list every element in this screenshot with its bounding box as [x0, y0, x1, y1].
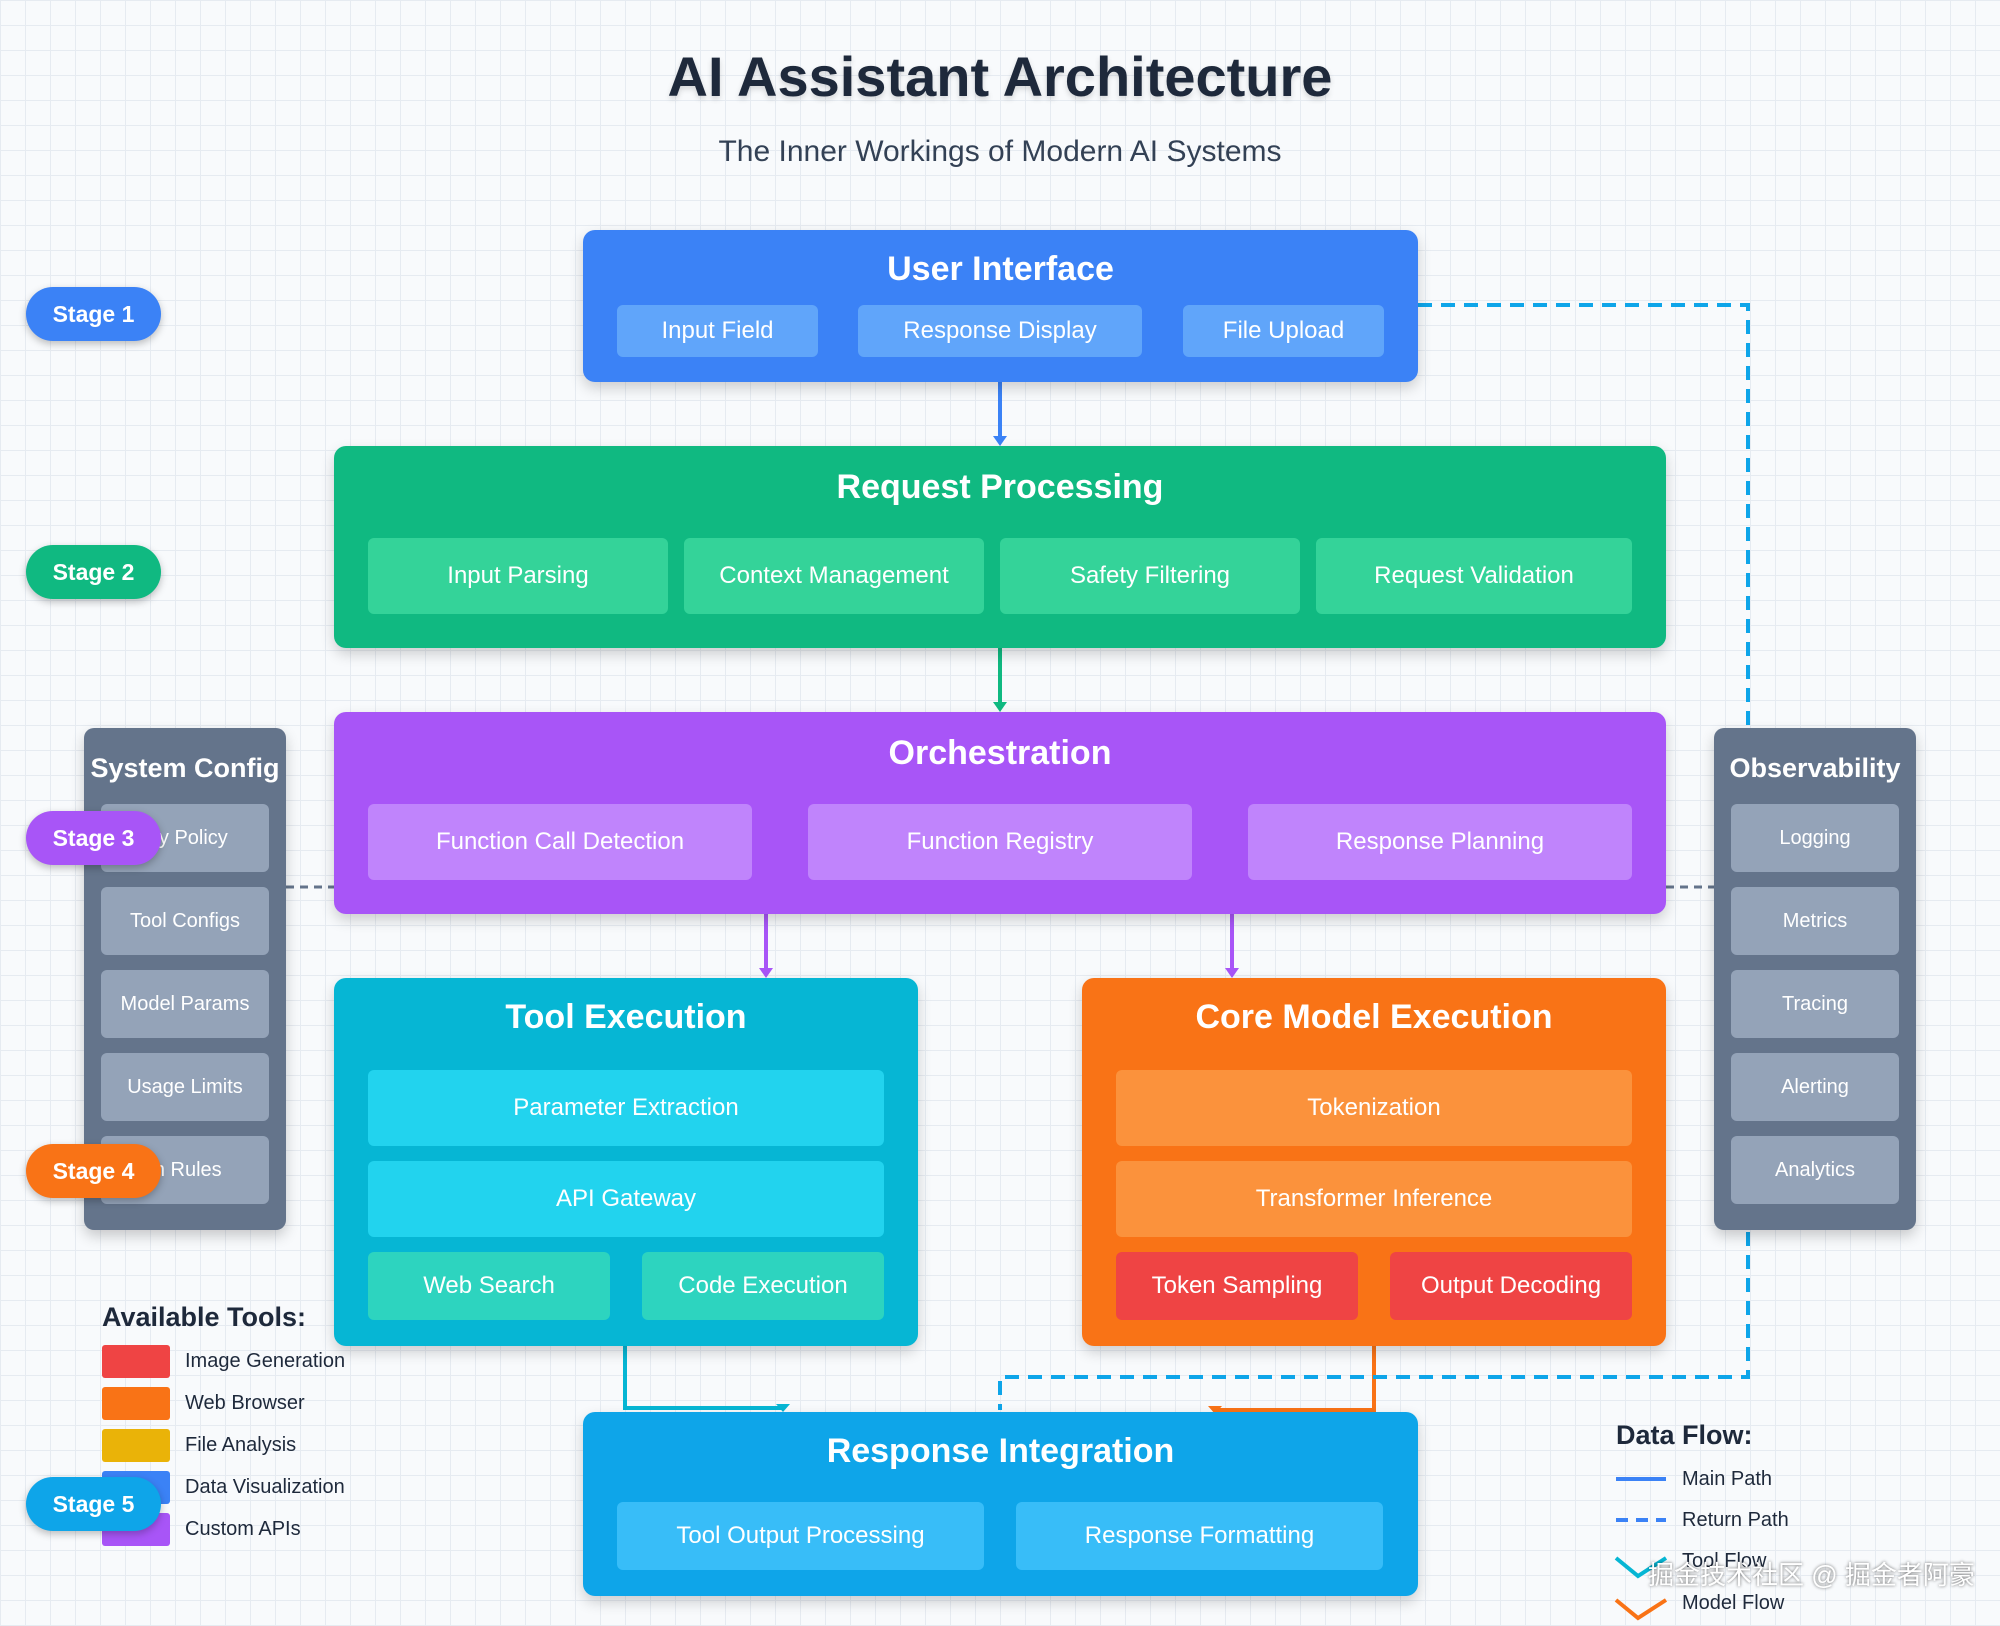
tool-execution-title: Tool Execution	[505, 998, 747, 1036]
tool-configs-item[interactable]: Tool Configs	[101, 887, 269, 955]
usage-limits-item[interactable]: Usage Limits	[101, 1053, 269, 1121]
stage-2-badge: Stage 2	[26, 545, 161, 599]
response-formatting-chip[interactable]: Response Formatting	[1016, 1502, 1383, 1570]
return-path-label: Return Path	[1682, 1509, 1789, 1531]
metrics-item[interactable]: Metrics	[1731, 887, 1899, 955]
context-management-chip[interactable]: Context Management	[684, 538, 984, 614]
tool-output-processing-chip[interactable]: Tool Output Processing	[617, 1502, 984, 1570]
api-gateway-chip[interactable]: API Gateway	[368, 1161, 884, 1237]
user-interface-panel: User Interface Input Field Response Disp…	[583, 230, 1418, 382]
orchestration-title: Orchestration	[888, 734, 1112, 772]
core-model-title: Core Model Execution	[1195, 998, 1553, 1036]
page-title: AI Assistant Architecture	[667, 45, 1333, 108]
tracing-item[interactable]: Tracing	[1731, 970, 1899, 1038]
response-display-chip[interactable]: Response Display	[858, 305, 1142, 357]
web-search-chip[interactable]: Web Search	[368, 1252, 610, 1320]
code-execution-chip[interactable]: Code Execution	[642, 1252, 884, 1320]
request-processing-title: Request Processing	[836, 468, 1164, 506]
tokenization-chip[interactable]: Tokenization	[1116, 1070, 1632, 1146]
image-generation-label: Image Generation	[185, 1350, 346, 1372]
user-interface-title: User Interface	[887, 250, 1114, 288]
tool-execution-panel: Tool Execution Parameter Extraction API …	[334, 978, 918, 1346]
request-validation-chip[interactable]: Request Validation	[1316, 538, 1632, 614]
token-sampling-chip[interactable]: Token Sampling	[1116, 1252, 1358, 1320]
file-analysis-swatch	[102, 1429, 170, 1462]
observability-panel: Observability Logging Metrics Tracing Al…	[1714, 728, 1916, 1230]
input-parsing-chip[interactable]: Input Parsing	[368, 538, 668, 614]
core-model-panel: Core Model Execution Tokenization Transf…	[1082, 978, 1666, 1346]
custom-apis-label: Custom APIs	[185, 1518, 301, 1540]
response-integration-panel: Response Integration Tool Output Process…	[583, 1412, 1418, 1596]
data-visualization-label: Data Visualization	[185, 1476, 345, 1498]
file-analysis-label: File Analysis	[185, 1434, 297, 1456]
stage-5-badge: Stage 5	[26, 1477, 161, 1531]
response-integration-title: Response Integration	[826, 1432, 1175, 1470]
image-generation-swatch	[102, 1345, 170, 1378]
page-subtitle: The Inner Workings of Modern AI Systems	[718, 135, 1282, 168]
web-browser-swatch	[102, 1387, 170, 1420]
response-planning-chip[interactable]: Response Planning	[1248, 804, 1632, 880]
system-config-title: System Config	[90, 753, 280, 783]
logging-item[interactable]: Logging	[1731, 804, 1899, 872]
output-decoding-chip[interactable]: Output Decoding	[1390, 1252, 1632, 1320]
web-browser-label: Web Browser	[185, 1392, 305, 1414]
request-processing-panel: Request Processing Input Parsing Context…	[334, 446, 1666, 648]
model-params-item[interactable]: Model Params	[101, 970, 269, 1038]
stage-1-badge: Stage 1	[26, 287, 161, 341]
transformer-inference-chip[interactable]: Transformer Inference	[1116, 1161, 1632, 1237]
function-registry-chip[interactable]: Function Registry	[808, 804, 1192, 880]
parameter-extraction-chip[interactable]: Parameter Extraction	[368, 1070, 884, 1146]
orchestration-panel: Orchestration Function Call Detection Fu…	[334, 712, 1666, 914]
analytics-item[interactable]: Analytics	[1731, 1136, 1899, 1204]
input-field-chip[interactable]: Input Field	[617, 305, 818, 357]
main-path-label: Main Path	[1682, 1468, 1773, 1490]
safety-filtering-chip[interactable]: Safety Filtering	[1000, 538, 1300, 614]
tool-flow-label: Tool Flow	[1682, 1550, 1767, 1572]
watermark: 掘金技术社区 @ 掘金者阿豪	[1648, 1560, 1975, 1590]
observability-title: Observability	[1729, 753, 1901, 783]
alerting-item[interactable]: Alerting	[1731, 1053, 1899, 1121]
stage-4-badge: Stage 4	[26, 1144, 161, 1198]
stage-3-badge: Stage 3	[26, 811, 161, 865]
model-flow-label: Model Flow	[1682, 1592, 1785, 1614]
tools-legend-title: Available Tools:	[102, 1302, 307, 1332]
flow-legend-title: Data Flow:	[1616, 1420, 1753, 1450]
file-upload-chip[interactable]: File Upload	[1183, 305, 1384, 357]
function-call-detection-chip[interactable]: Function Call Detection	[368, 804, 752, 880]
